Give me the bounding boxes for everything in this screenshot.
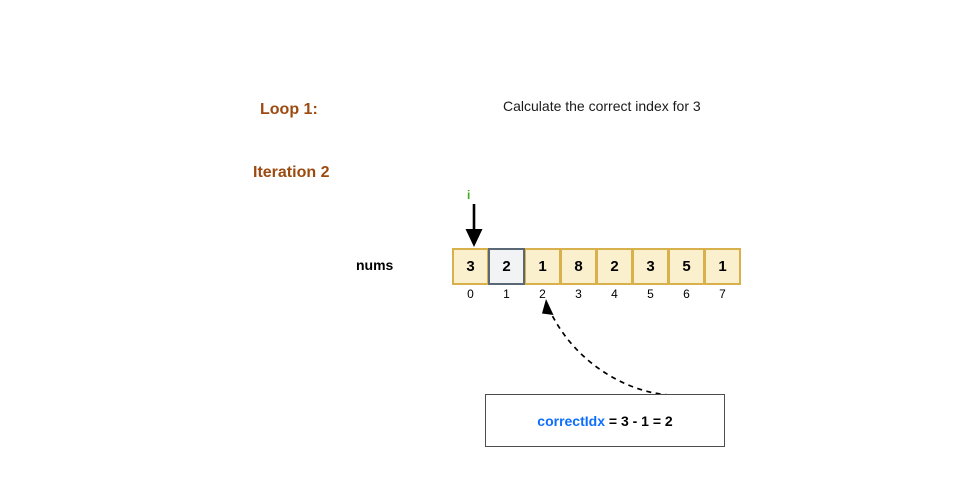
formula-text: correctIdx = 3 - 1 = 2 — [537, 413, 672, 429]
array-cell-active[interactable]: 2 — [488, 248, 525, 285]
down-arrow-icon — [465, 204, 483, 247]
correct-index-formula-box: correctIdx = 3 - 1 = 2 — [485, 394, 725, 447]
array-cell[interactable]: 3 — [632, 248, 669, 285]
array-cell[interactable]: 3 — [452, 248, 489, 285]
array-cell[interactable]: 1 — [704, 248, 741, 285]
step-caption: Calculate the correct index for 3 — [503, 98, 701, 114]
loop-title-line-1: Loop 1: — [260, 101, 318, 118]
array-index-label: 6 — [683, 287, 690, 301]
array-index-label: 4 — [611, 287, 618, 301]
index-pointer-group: i — [452, 188, 496, 250]
formula-expression: = 3 - 1 = 2 — [604, 412, 673, 429]
array-index-label: 3 — [575, 287, 582, 301]
dashed-curve-arrow-icon — [542, 299, 671, 396]
array-cell[interactable]: 2 — [596, 248, 633, 285]
array-index-label: 0 — [467, 287, 474, 301]
array-cell[interactable]: 5 — [668, 248, 705, 285]
loop-title-line-2: Iteration 2 — [253, 164, 330, 181]
pointer-label-i: i — [467, 188, 471, 202]
formula-variable: correctIdx — [537, 412, 605, 429]
array-cell[interactable]: 8 — [560, 248, 597, 285]
array-index-label: 2 — [539, 287, 546, 301]
loop-iteration-title: Loop 1: Iteration 2 — [253, 57, 473, 204]
array-index-label: 1 — [503, 287, 510, 301]
array-cells-row: 3 2 1 8 2 3 5 1 — [452, 248, 741, 285]
array-cell[interactable]: 1 — [524, 248, 561, 285]
nums-array: 3 2 1 8 2 3 5 1 0 1 2 3 4 5 6 7 — [452, 248, 741, 301]
array-name-label: nums — [356, 257, 394, 273]
array-index-label: 5 — [647, 287, 654, 301]
array-index-row: 0 1 2 3 4 5 6 7 — [452, 287, 741, 301]
array-index-label: 7 — [719, 287, 726, 301]
